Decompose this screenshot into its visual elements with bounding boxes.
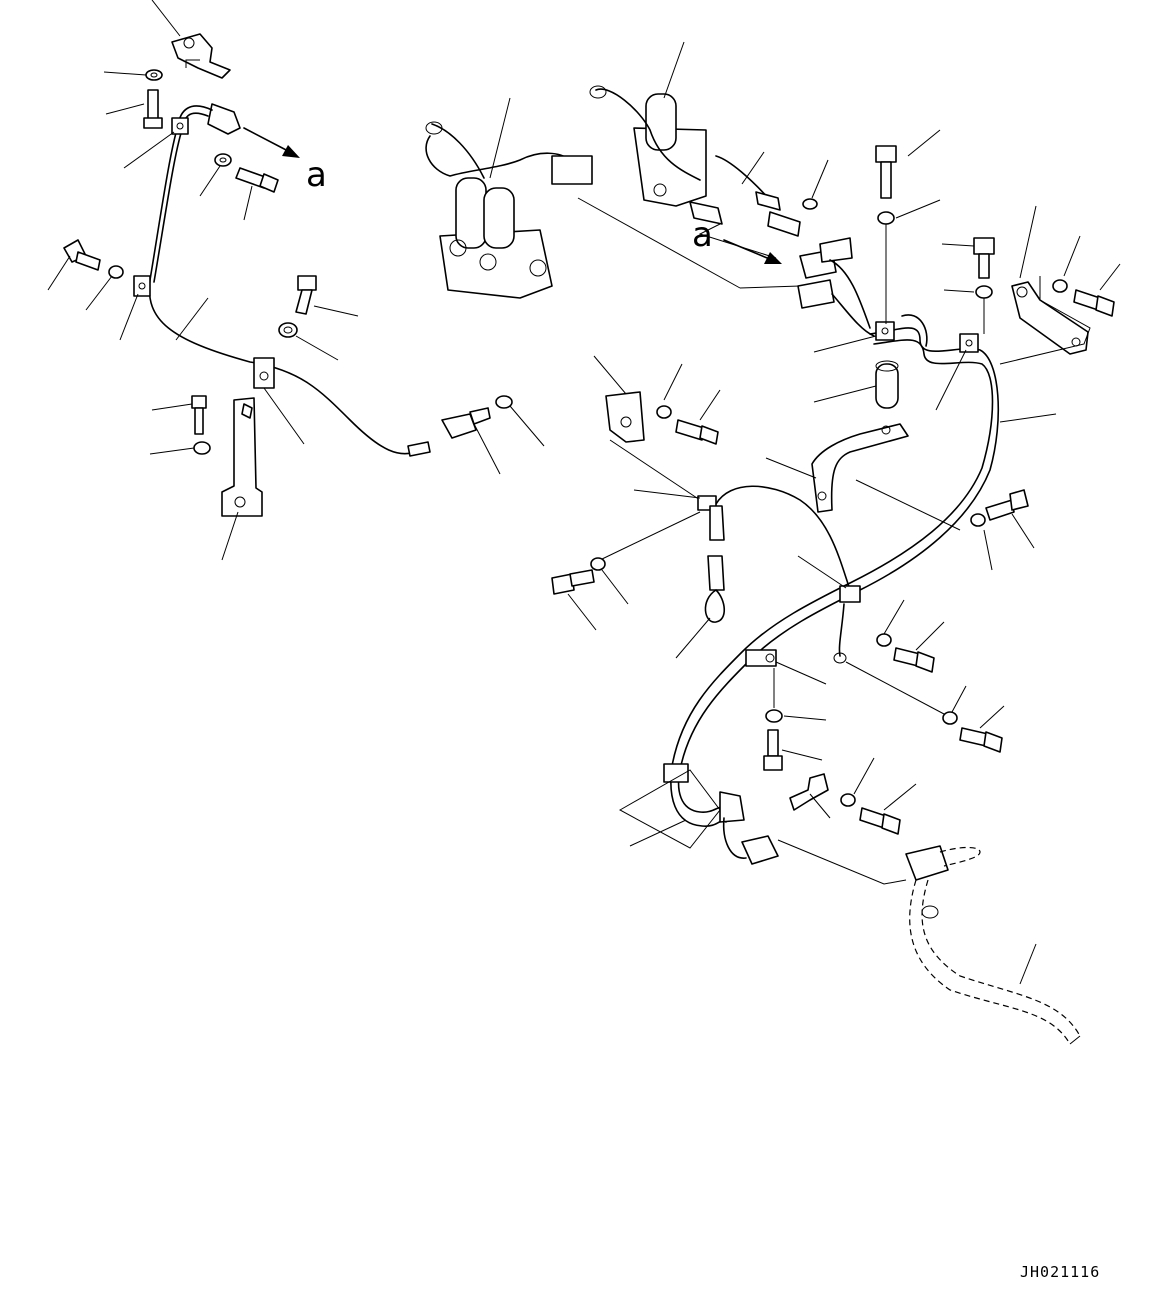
- washer: [802, 198, 818, 210]
- connector: [207, 103, 241, 135]
- bolt: [973, 237, 995, 279]
- washer: [840, 793, 856, 807]
- ring-terminal: [704, 555, 726, 623]
- wire-clamp: [959, 333, 979, 353]
- wire-clamp: [745, 649, 777, 667]
- washer: [970, 513, 986, 527]
- wire-clamp: [663, 763, 689, 783]
- bolt: [959, 727, 1003, 753]
- protective-sheet: [618, 769, 721, 849]
- bolt: [763, 729, 783, 771]
- washer: [495, 395, 513, 409]
- connector: [741, 835, 779, 865]
- temperature-sensor: [441, 407, 491, 439]
- washer: [193, 441, 211, 455]
- main-harness: [677, 327, 1000, 813]
- washer: [876, 633, 892, 647]
- bolt: [551, 569, 595, 595]
- wire-terminal: [407, 441, 431, 457]
- wire-clamp: [875, 321, 895, 341]
- wire-clamp: [171, 117, 189, 135]
- valve-unit: [577, 41, 829, 289]
- bolt: [1073, 289, 1115, 317]
- leader-lines-left: [47, 0, 545, 561]
- washer: [765, 709, 783, 723]
- washer: [877, 211, 895, 225]
- washer: [278, 322, 298, 338]
- left-harness-assembly: a: [47, 0, 545, 561]
- leader-lines-right: [567, 129, 1121, 985]
- top-clip-bracket: [171, 33, 231, 79]
- view-ref-label-a: a: [306, 155, 327, 195]
- washer: [108, 265, 124, 279]
- external-harness-reference: [905, 845, 1081, 1045]
- wire-terminal: [709, 505, 725, 541]
- washer: [145, 69, 163, 81]
- bolt: [143, 89, 163, 129]
- washer: [1052, 279, 1068, 293]
- mounting-bracket: [221, 397, 263, 517]
- washer: [656, 405, 672, 419]
- solenoid-valve-assembly: [425, 97, 593, 299]
- bolt: [859, 807, 901, 835]
- washer: [214, 153, 232, 167]
- bolt: [235, 167, 279, 193]
- spacer-tube: [875, 360, 899, 409]
- bolt: [985, 489, 1029, 521]
- wire-clamp: [839, 585, 861, 603]
- view-ref-label-a: a: [692, 215, 713, 255]
- wire-clamp: [133, 275, 151, 297]
- bolt: [893, 647, 935, 673]
- mounting-bracket: [811, 423, 909, 513]
- bolt: [875, 145, 897, 199]
- right-harness-assembly: [551, 129, 1121, 1045]
- clip-bracket: [789, 773, 829, 811]
- bolt: [191, 395, 207, 435]
- mounting-bracket: [1011, 281, 1089, 355]
- wire-clamp: [253, 357, 275, 389]
- washer: [942, 711, 958, 725]
- washer: [590, 557, 606, 571]
- bolt: [675, 419, 719, 445]
- washer: [975, 285, 993, 299]
- drawing-code: JH021116: [1020, 1263, 1100, 1281]
- bolt: [295, 275, 317, 315]
- bolt: [63, 239, 101, 271]
- harness-wire: [148, 105, 421, 455]
